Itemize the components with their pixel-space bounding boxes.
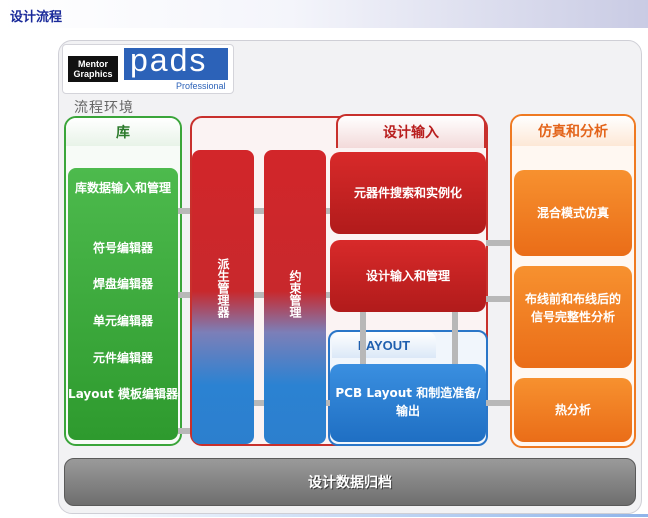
connector: [326, 400, 332, 406]
pads-logo-background: [124, 48, 228, 80]
library-title: 库: [66, 118, 180, 146]
connector: [178, 428, 192, 434]
constraint-manager-bar: [264, 150, 326, 444]
design-data-archive-bar: 设计数据归档: [64, 458, 636, 506]
layout-title: LAYOUT: [332, 332, 436, 358]
connector: [326, 292, 332, 298]
design-entry-management-box: 设计输入和管理: [330, 240, 486, 312]
library-item-symbol-editor: 符号编辑器: [92, 241, 153, 255]
connector: [254, 400, 264, 406]
professional-label: Professional: [176, 81, 226, 91]
mentor-graphics-logo: Mentor Graphics: [68, 56, 118, 82]
design-entry-title: 设计输入: [336, 114, 486, 148]
connector: [486, 240, 514, 246]
constraint-manager-label: 约束管理: [288, 270, 302, 318]
simulation-title: 仿真和分析: [512, 116, 634, 146]
header-band: [0, 0, 648, 28]
library-item-part-editor: 元件编辑器: [92, 351, 153, 365]
bottom-divider: [60, 514, 648, 517]
library-item-layout-template-editor: Layout 模板编辑器: [68, 387, 178, 401]
signal-integrity-box: 布线前和布线后的信号完整性分析: [514, 266, 632, 368]
connector: [254, 292, 264, 298]
pcb-layout-box: PCB Layout 和制造准备/输出: [330, 364, 486, 442]
library-item-data-entry: 库数据输入和管理: [74, 181, 171, 195]
connector: [254, 208, 264, 214]
connector: [178, 292, 192, 298]
pads-logo: pads: [130, 42, 208, 78]
flow-environment-label: 流程环境: [74, 100, 134, 116]
variant-manager-label: 派生管理器: [216, 258, 230, 318]
library-item-pad-editor: 焊盘编辑器: [92, 277, 153, 291]
mixed-mode-simulation-box: 混合模式仿真: [514, 170, 632, 256]
page-title: 设计流程: [10, 10, 63, 25]
library-body: [68, 168, 178, 440]
connector: [486, 296, 514, 302]
connector: [452, 312, 458, 364]
connector: [326, 208, 332, 214]
library-item-cell-editor: 单元编辑器: [92, 314, 153, 328]
component-search-box: 元器件搜索和实例化: [330, 152, 486, 234]
thermal-analysis-box: 热分析: [514, 378, 632, 442]
variant-manager-bar: [192, 150, 254, 444]
connector: [486, 400, 514, 406]
connector: [178, 208, 192, 214]
connector: [360, 312, 366, 364]
